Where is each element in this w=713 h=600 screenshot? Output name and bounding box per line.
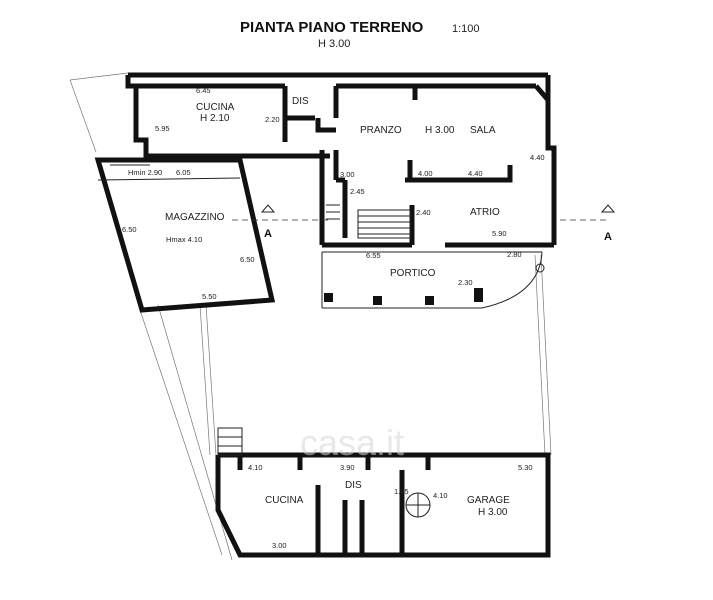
dim-label: 3.00 — [272, 541, 287, 550]
dim-label: 5.30 — [518, 463, 533, 472]
dim-label: 4.40 — [468, 169, 483, 178]
room-height-garage: H 3.00 — [478, 507, 508, 518]
site-boundary — [69, 72, 552, 561]
section-line — [232, 204, 616, 221]
dim-label: 6.45 — [196, 86, 211, 95]
section-mark-right: A — [604, 231, 612, 243]
dim-label: 5.95 — [155, 124, 170, 133]
plan-title: PIANTA PIANO TERRENO — [240, 19, 424, 36]
room-label-atrio: ATRIO — [470, 207, 500, 218]
magazzino-walls — [94, 157, 276, 313]
room-label-sala: SALA — [470, 125, 496, 136]
stairs-main — [326, 204, 411, 239]
dim-label: 6.55 — [366, 251, 381, 260]
dim-label: 5.90 — [492, 229, 507, 238]
room-height-cucina-top: H 2.10 — [200, 113, 230, 124]
room-label-dis-bottom: DIS — [345, 480, 362, 491]
dim-label: 2.40 — [416, 208, 431, 217]
room-label-cucina-bottom: CUCINA — [265, 495, 304, 506]
dim-label: 5.50 — [202, 292, 217, 301]
room-label-pranzo: PRANZO — [360, 125, 402, 136]
room-label-garage: GARAGE — [467, 495, 510, 506]
room-hmin-magazzino: Hmin 2.90 — [128, 168, 162, 177]
dim-label: 4.00 — [418, 169, 433, 178]
dim-label: 6.50 — [240, 255, 255, 264]
dim-label: 3.90 — [340, 463, 355, 472]
dim-label: 2.30 — [458, 278, 473, 287]
dim-label: 4.10 — [433, 491, 448, 500]
dim-label: 2.80 — [507, 250, 522, 259]
room-label-magazzino: MAGAZZINO — [165, 212, 225, 223]
dim-label: 4.40 — [530, 153, 545, 162]
watermark: casa.it — [300, 422, 404, 463]
dim-label: 1.85 — [394, 487, 409, 496]
plan-scale: 1:100 — [452, 23, 480, 35]
room-height-magazzino: Hmax 4.10 — [166, 235, 202, 244]
dim-label: 6.50 — [122, 225, 137, 234]
garage-block-walls — [215, 427, 551, 558]
room-height-pranzo: H 3.00 — [425, 125, 455, 136]
dim-label: 6.05 — [176, 168, 191, 177]
room-label-portico: PORTICO — [390, 268, 436, 279]
room-label-cucina-top: CUCINA — [196, 102, 235, 113]
section-mark-left: A — [264, 228, 272, 240]
main-house-walls — [125, 72, 557, 248]
portico — [321, 251, 545, 309]
dim-label: 2.45 — [350, 187, 365, 196]
dim-label: 4.10 — [248, 463, 263, 472]
dim-label: 3.00 — [340, 170, 355, 179]
dim-label: 2.20 — [265, 115, 280, 124]
room-label-dis-top: DIS — [292, 96, 309, 107]
plan-height: H 3.00 — [318, 38, 350, 50]
